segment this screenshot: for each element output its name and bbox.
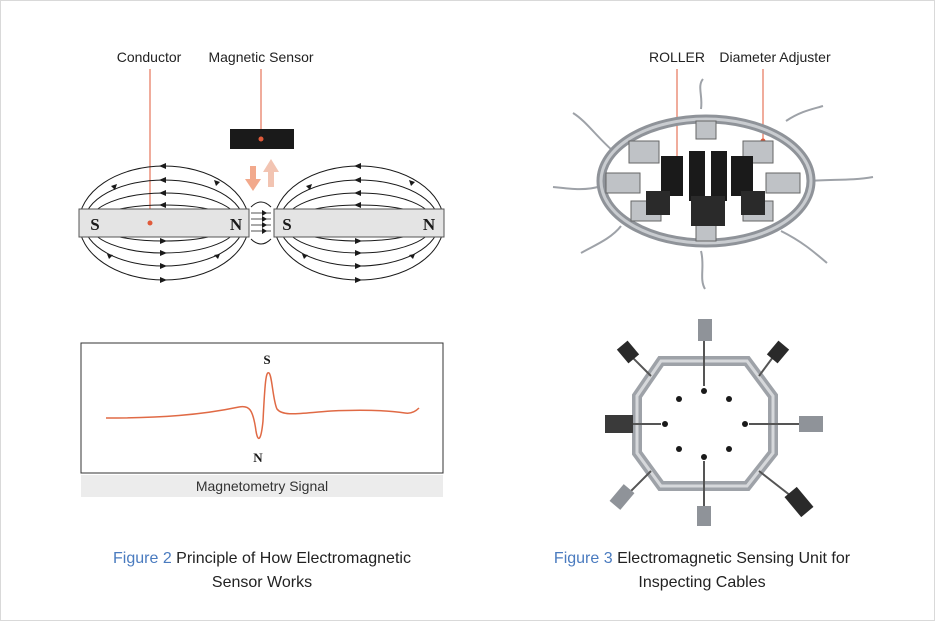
roller-label: ROLLER [649, 49, 705, 65]
signal-plot-frame [80, 342, 444, 474]
right-bar-magnet [273, 208, 445, 238]
field-line-arrowheads [107, 163, 415, 283]
figure-3-caption: Figure 3 Electromagnetic Sensing Unit fo… [501, 547, 903, 595]
figure-3-caption-line1: Electromagnetic Sensing Unit for [612, 550, 851, 567]
magnetic-sensor-label: Magnetic Sensor [208, 49, 313, 65]
figure-2-caption: Figure 2 Principle of How Electromagneti… [61, 547, 463, 595]
sensor-leader-dot [258, 136, 264, 142]
octagon-sensing-frame [605, 319, 823, 526]
diameter-adjuster-label: Diameter Adjuster [719, 49, 831, 65]
conductor-label: Conductor [117, 49, 182, 65]
gap-field-lines [250, 201, 272, 245]
signal-caption-band [81, 475, 443, 497]
figure-2-caption-line2: Sensor Works [211, 574, 313, 591]
figure-3-number: Figure 3 [553, 550, 613, 567]
figure-2-caption-line1: Principle of How Electromagnetic [171, 550, 411, 567]
right-magnet-s-pole: S [282, 215, 291, 234]
figure-3-caption-line2: Inspecting Cables [638, 574, 766, 591]
left-magnet-n-pole: N [230, 215, 243, 234]
left-bar-magnet [78, 208, 250, 238]
signal-trough-label: N [253, 450, 263, 465]
signal-peak-label: S [263, 352, 270, 367]
signal-caption: Magnetometry Signal [196, 478, 328, 494]
figure-2-number: Figure 2 [113, 550, 172, 567]
magnetometry-signal-curve [105, 372, 420, 440]
right-magnet-n-pole: N [423, 215, 436, 234]
sensing-unit-ring [552, 78, 874, 290]
sensor-direction-arrows [245, 159, 279, 191]
left-magnet-s-pole: S [90, 215, 99, 234]
